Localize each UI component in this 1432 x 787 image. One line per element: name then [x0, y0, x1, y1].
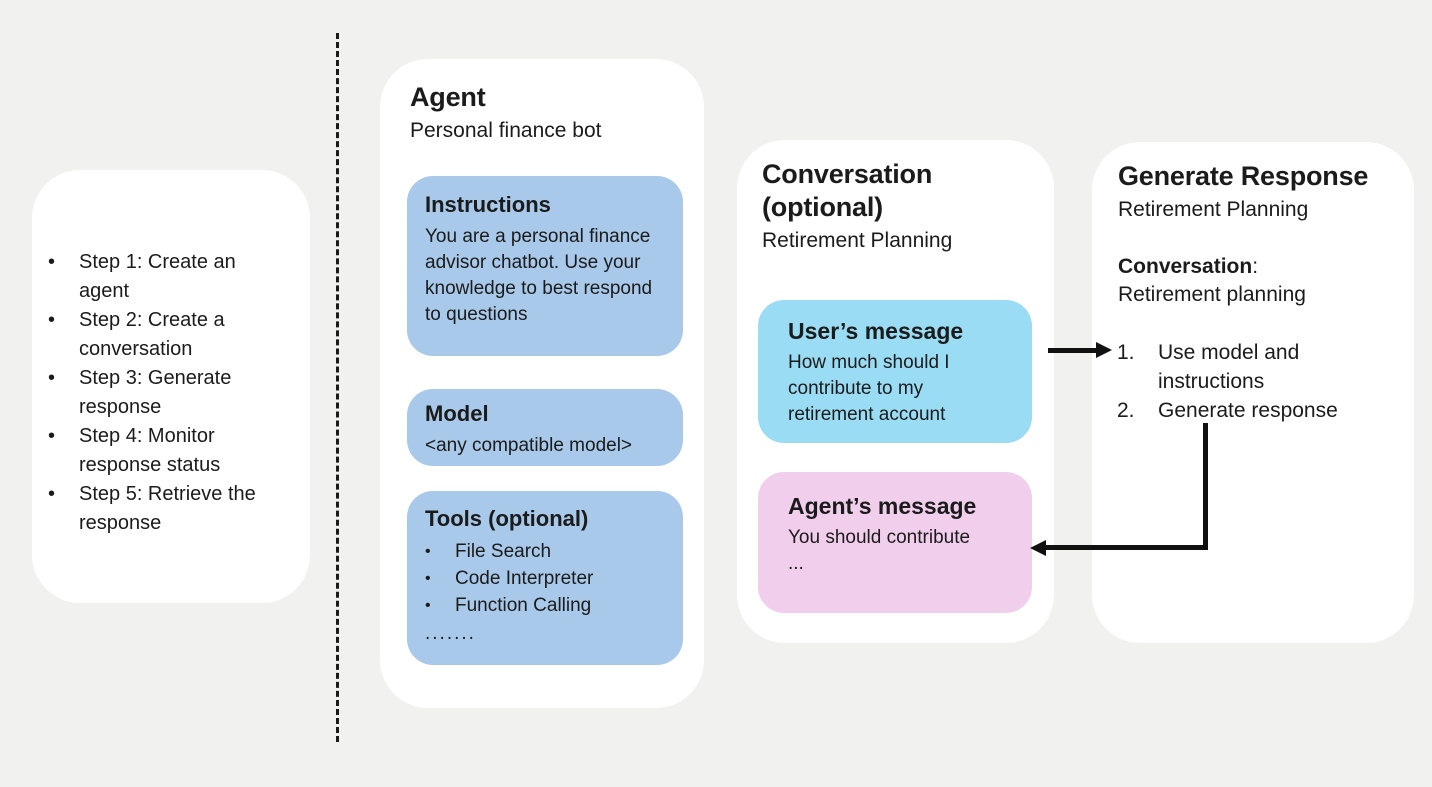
list-number: 1. [1117, 341, 1135, 364]
agent-message-box: Agent’s message You should contribute ..… [758, 472, 1032, 613]
agent-message-title: Agent’s message [788, 493, 977, 519]
tool-text: Code Interpreter [455, 568, 594, 589]
generate-step-item: 1. Use model and instructions [1117, 338, 1388, 396]
arrow-generate-to-agent-vertical-line [1203, 423, 1208, 548]
step-item: • Step 5: Retrieve the response [48, 480, 283, 538]
instructions-box: Instructions You are a personal finance … [407, 176, 683, 356]
tool-text: Function Calling [455, 595, 592, 616]
step-item: • Step 4: Monitor response status [48, 422, 283, 480]
step-item: • Step 3: Generate response [48, 364, 283, 422]
user-message-title: User’s message [788, 318, 964, 344]
conversation-reference-value: Retirement planning [1118, 283, 1306, 306]
user-message-body: How much should I contribute to my retir… [788, 352, 950, 425]
step-text: Step 4: Monitor response status [79, 425, 221, 476]
list-text: Generate response [1158, 399, 1338, 422]
arrow-user-to-generate-line [1048, 348, 1098, 353]
model-body: <any compatible model> [425, 435, 633, 456]
bullet-icon: • [425, 543, 431, 560]
tools-list: • File Search • Code Interpreter • Funct… [425, 538, 665, 619]
conversation-card-title: Conversation (optional) [762, 159, 933, 222]
bullet-icon: • [425, 597, 431, 614]
model-title: Model [425, 401, 489, 426]
generate-step-item: 2. Generate response [1117, 396, 1388, 425]
tool-item: • File Search [425, 538, 665, 565]
tools-title: Tools (optional) [425, 506, 589, 531]
bullet-icon: • [48, 309, 56, 331]
tool-item: • Code Interpreter [425, 565, 665, 592]
conversation-card: Conversation (optional) Retirement Plann… [737, 140, 1054, 643]
step-text: Step 3: Generate response [79, 367, 232, 418]
generate-card-title: Generate Response [1118, 161, 1369, 191]
conversation-card-header: Conversation (optional) Retirement Plann… [762, 158, 987, 254]
instructions-title: Instructions [425, 192, 551, 217]
tool-text: File Search [455, 541, 552, 562]
step-text: Step 2: Create a conversation [79, 309, 225, 360]
dashed-divider [336, 33, 339, 742]
conversation-reference-label: Conversation [1118, 255, 1253, 278]
step-text: Step 5: Retrieve the response [79, 483, 256, 534]
steps-list: • Step 1: Create an agent • Step 2: Crea… [48, 248, 283, 538]
list-text: Use model and instructions [1158, 341, 1300, 393]
bullet-icon: • [425, 570, 431, 587]
agent-card: Agent Personal finance bot Instructions … [380, 59, 704, 708]
bullet-icon: • [48, 251, 56, 273]
tools-box: Tools (optional) • File Search • Code In… [407, 491, 683, 665]
generate-card-header: Generate Response Retirement Planning [1118, 160, 1403, 223]
bullet-icon: • [48, 367, 56, 389]
model-box: Model <any compatible model> [407, 389, 683, 466]
conversation-reference: Conversation: Retirement planning [1118, 253, 1306, 309]
agent-card-subtitle: Personal finance bot [410, 119, 602, 142]
agent-message-body: You should contribute ... [788, 527, 971, 574]
generate-response-card: Generate Response Retirement Planning Co… [1092, 142, 1414, 643]
arrow-generate-to-agent-horizontal-line [1046, 545, 1208, 550]
conversation-card-subtitle: Retirement Planning [762, 229, 953, 252]
step-text: Step 1: Create an agent [79, 251, 236, 302]
arrow-left-icon [1030, 540, 1046, 556]
steps-card: • Step 1: Create an agent • Step 2: Crea… [32, 170, 310, 603]
generate-card-subtitle: Retirement Planning [1118, 198, 1309, 221]
instructions-body: You are a personal finance advisor chatb… [425, 226, 653, 325]
list-number: 2. [1117, 399, 1135, 422]
step-item: • Step 2: Create a conversation [48, 306, 283, 364]
bullet-icon: • [48, 483, 56, 505]
generate-steps-list: 1. Use model and instructions 2. Generat… [1117, 338, 1388, 425]
arrow-right-icon [1096, 342, 1112, 358]
bullet-icon: • [48, 425, 56, 447]
tool-item: • Function Calling [425, 592, 665, 619]
agent-card-title: Agent [410, 82, 486, 112]
step-item: • Step 1: Create an agent [48, 248, 283, 306]
conversation-reference-colon: : [1252, 255, 1259, 278]
tools-ellipsis: ....... [425, 623, 476, 644]
user-message-box: User’s message How much should I contrib… [758, 300, 1032, 443]
agent-card-header: Agent Personal finance bot [410, 81, 680, 144]
